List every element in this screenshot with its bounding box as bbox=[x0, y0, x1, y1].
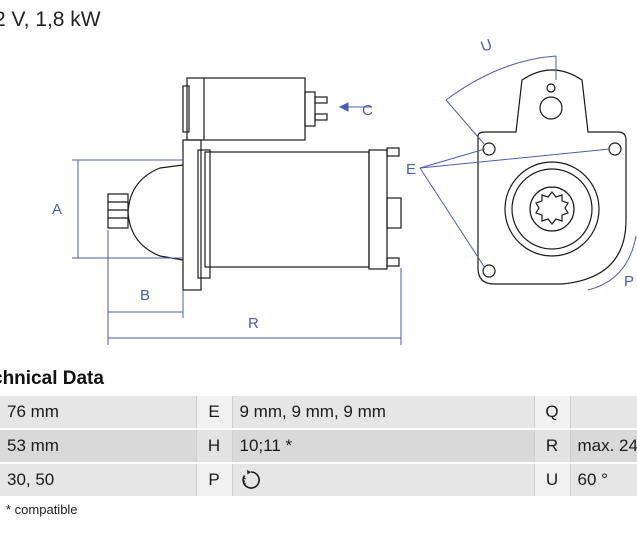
front-view bbox=[477, 69, 627, 285]
footnote: * compatible bbox=[6, 502, 78, 517]
table-cell-value: 53 mm bbox=[0, 429, 196, 464]
motor-housing bbox=[204, 151, 370, 268]
bolt-hole-1 bbox=[482, 142, 496, 156]
side-dimensions bbox=[72, 102, 402, 345]
table-cell-value bbox=[570, 396, 637, 430]
table-cell-key: P bbox=[195, 463, 233, 498]
table-cell-value: 76 mm bbox=[0, 396, 196, 430]
dimension-label-u: U bbox=[479, 36, 495, 56]
table-cell-value: max. 24 bbox=[570, 429, 637, 464]
product-heading: 2 V, 1,8 kW bbox=[0, 8, 101, 31]
table-cell-key: R bbox=[533, 429, 571, 464]
bolt-hole-2 bbox=[608, 142, 622, 156]
table-row: 53 mm H 10;11 * R max. 24 bbox=[0, 429, 637, 464]
table-cell-value: 30, 50 bbox=[0, 463, 196, 498]
table-cell-value: 60 ° bbox=[570, 463, 637, 498]
bolt-hole-3 bbox=[482, 264, 496, 278]
front-bore bbox=[504, 161, 600, 257]
drive-end-housing bbox=[127, 164, 184, 261]
clockwise-rotation-icon bbox=[241, 470, 260, 489]
section-title: chnical Data bbox=[0, 368, 104, 389]
table-cell-value: 10;11 * bbox=[232, 429, 534, 464]
technical-data-table: 76 mm E 9 mm, 9 mm, 9 mm Q 53 mm H 10;11… bbox=[0, 396, 637, 498]
dimension-label-p: P bbox=[624, 273, 634, 290]
mounting-flange bbox=[182, 139, 202, 291]
table-cell-rotation bbox=[232, 463, 534, 498]
solenoid-body bbox=[186, 77, 306, 141]
table-cell-key: H bbox=[195, 429, 233, 464]
front-flange bbox=[477, 69, 627, 285]
table-cell-key: E bbox=[195, 396, 233, 430]
front-dimensions bbox=[419, 55, 637, 291]
table-cell-value: 9 mm, 9 mm, 9 mm bbox=[232, 396, 534, 430]
dimension-label-e: E bbox=[406, 161, 416, 178]
table-row: 30, 50 P U 60 ° bbox=[0, 463, 637, 498]
dimension-label-r: R bbox=[248, 315, 259, 332]
table-row: 76 mm E 9 mm, 9 mm, 9 mm Q bbox=[0, 396, 637, 430]
table-cell-key: U bbox=[533, 463, 571, 498]
dimension-label-c: C bbox=[362, 102, 373, 119]
table-cell-key: Q bbox=[533, 396, 571, 430]
side-view bbox=[107, 77, 402, 291]
front-pinion bbox=[535, 191, 569, 225]
dimension-label-b: B bbox=[140, 287, 150, 304]
pinion bbox=[107, 193, 129, 229]
starter-motor-drawing: A B R C U E P bbox=[52, 36, 637, 345]
dimension-label-a: A bbox=[52, 201, 62, 218]
